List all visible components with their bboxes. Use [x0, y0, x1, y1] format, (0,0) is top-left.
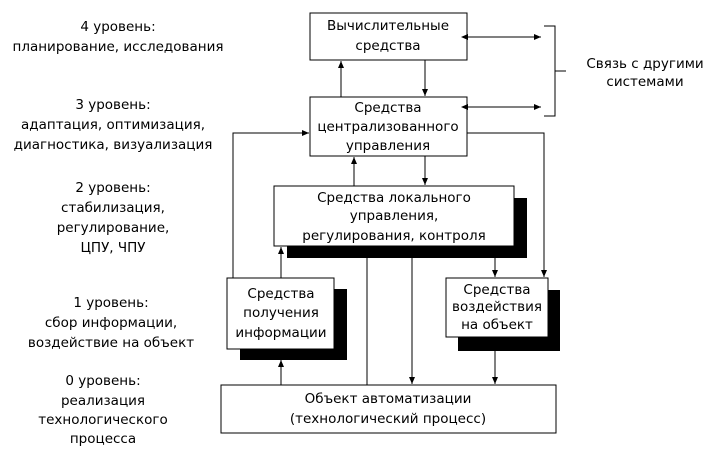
- block-computing: Вычислительные средства: [309, 12, 468, 61]
- level-0-line-4: процесса: [70, 431, 136, 447]
- level-1-line-3: воздействие на объект: [28, 335, 194, 351]
- block-central-line-2: централизованного: [317, 119, 458, 135]
- level-0-label: 0 уровень: реализация технологического п…: [38, 373, 167, 447]
- block-central-frame: [309, 96, 468, 157]
- level-2-line-2: стабилизация,: [61, 200, 165, 216]
- block-acquisition-line-2: получения: [243, 305, 319, 321]
- block-local-frame: [273, 185, 515, 247]
- level-3-label: 3 уровень: адаптация, оптимизация, диагн…: [14, 97, 213, 153]
- level-4-line-1: 4 уровень:: [80, 19, 155, 35]
- connectors: [232, 34, 547, 385]
- block-local-line-3: регулирования, контроля: [302, 228, 485, 244]
- block-acquisition: Средства получения информации: [226, 277, 347, 360]
- block-actuation-line-2: воздействия: [452, 299, 542, 315]
- level-2-line-3: регулирование,: [57, 220, 170, 236]
- level-0-line-2: реализация: [61, 393, 145, 409]
- block-actuation-frame: [445, 277, 549, 338]
- block-object-line-2: (технологический процесс): [290, 411, 486, 427]
- block-local: Средства локального управления, регулиро…: [273, 185, 527, 258]
- block-acquisition-line-1: Средства: [247, 286, 314, 302]
- level-1-label: 1 уровень: сбор информации, воздействие …: [28, 295, 194, 351]
- block-central-line-1: Средства: [354, 100, 421, 116]
- external-line-1: Связь с другими: [586, 56, 703, 72]
- external-link: Связь с другими системами: [544, 25, 704, 117]
- block-computing-line-2: средства: [355, 38, 420, 54]
- level-3-line-3: диагностика, визуализация: [14, 137, 213, 153]
- level-3-line-2: адаптация, оптимизация,: [21, 117, 205, 133]
- arrow-acquisition-to-central: [232, 130, 309, 278]
- block-local-line-2: управления,: [350, 208, 439, 224]
- level-0-line-1: 0 уровень:: [65, 373, 140, 389]
- block-object: Объект автоматизации (технологический пр…: [220, 384, 557, 434]
- block-actuation: Средства воздействия на объект: [445, 277, 560, 351]
- block-computing-frame: [309, 12, 468, 61]
- external-bracket: [544, 25, 556, 117]
- block-actuation-line-3: на объект: [461, 317, 533, 333]
- level-0-line-3: технологического: [38, 412, 167, 428]
- block-acquisition-line-3: информации: [235, 325, 326, 341]
- block-central: Средства централизованного управления: [309, 96, 468, 157]
- level-1-line-2: сбор информации,: [45, 315, 177, 331]
- external-line-2: системами: [606, 74, 683, 90]
- level-4-line-2: планирование, исследования: [13, 39, 224, 55]
- block-object-frame: [220, 384, 557, 434]
- level-1-line-1: 1 уровень:: [73, 295, 148, 311]
- level-4-label: 4 уровень: планирование, исследования: [13, 19, 224, 55]
- level-2-line-1: 2 уровень:: [75, 180, 150, 196]
- block-object-line-1: Объект автоматизации: [305, 391, 472, 407]
- level-2-label: 2 уровень: стабилизация, регулирование, …: [57, 180, 170, 256]
- arrow-central-to-actuation: [467, 132, 547, 277]
- block-actuation-line-1: Средства: [463, 282, 530, 298]
- block-local-line-1: Средства локального: [317, 190, 471, 206]
- block-central-line-3: управления: [346, 138, 430, 154]
- level-2-line-4: ЦПУ, ЧПУ: [80, 240, 145, 256]
- level-3-line-1: 3 уровень:: [75, 97, 150, 113]
- block-computing-line-1: Вычислительные: [327, 18, 449, 34]
